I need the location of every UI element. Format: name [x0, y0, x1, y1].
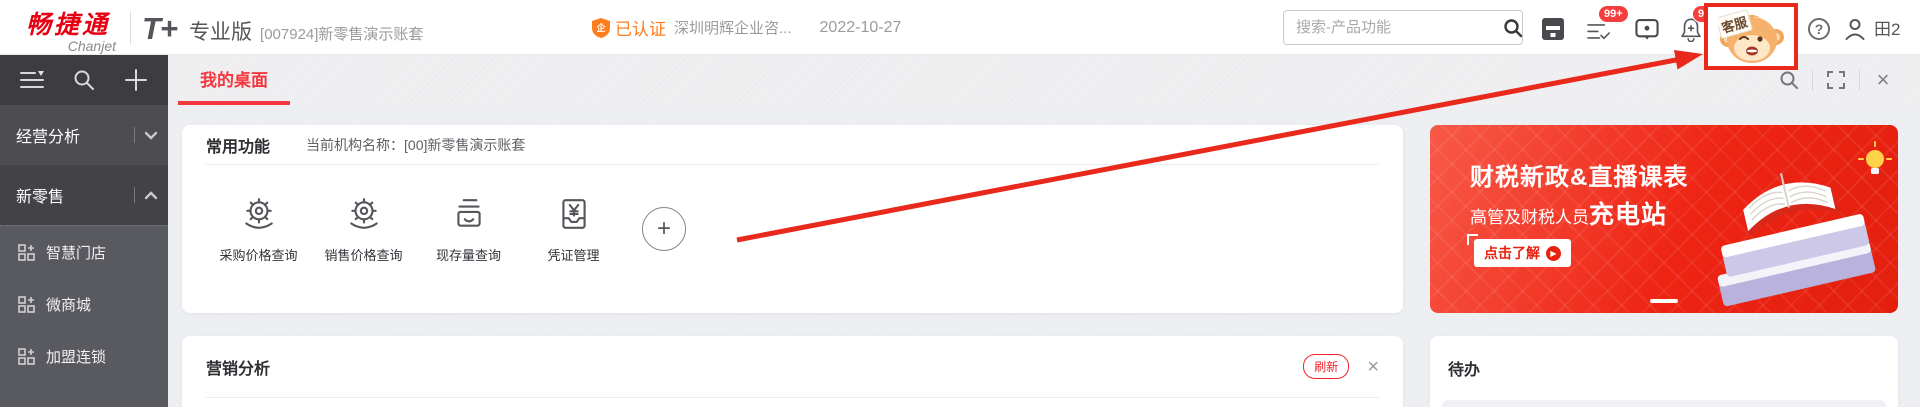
- refresh-button[interactable]: 刷新: [1303, 354, 1350, 379]
- certification[interactable]: 企 已认证 深圳明辉企业咨... 2022-10-27: [592, 0, 901, 55]
- sidebar-group-new-retail[interactable]: 新零售: [0, 165, 168, 225]
- common-functions-card: 常用功能 当前机构名称：[00]新零售演示账套 采购价格查询 销售价格查询 现存…: [182, 125, 1403, 313]
- fullscreen-icon[interactable]: [1819, 67, 1853, 93]
- company-name: 深圳明辉企业咨...: [674, 20, 792, 37]
- module-grid-icon: [18, 295, 35, 313]
- main-content: 常用功能 当前机构名称：[00]新零售演示账套 采购价格查询 销售价格查询 现存…: [168, 105, 1920, 407]
- message-monitor-icon[interactable]: [1634, 16, 1660, 42]
- tab-search-icon[interactable]: [1772, 67, 1806, 93]
- current-date: 2022-10-27: [819, 18, 902, 36]
- banner-subtitle: 高管及财税人员充电站: [1470, 201, 1668, 229]
- chevron-down-icon: [134, 127, 158, 143]
- banner-title: 财税新政&直播课表: [1470, 164, 1689, 191]
- shortcut-purchase-price-query[interactable]: 采购价格查询: [206, 195, 311, 264]
- shortcut-stock-query[interactable]: 现存量查询: [416, 195, 521, 264]
- certified-label: 已认证: [615, 20, 666, 39]
- close-icon[interactable]: ×: [1367, 355, 1379, 378]
- shortcut-sales-price-query[interactable]: 销售价格查询: [311, 195, 416, 264]
- sidebar: 经营分析 新零售 智慧门店 微商城 加盟连锁: [0, 55, 168, 407]
- svg-text:企: 企: [595, 22, 606, 33]
- marketing-analysis-card: 营销分析 刷新 ×: [182, 336, 1403, 407]
- app-header: 畅捷通 Chanjet T+ 专业版 [007924]新零售演示账套 企 已认证…: [0, 0, 1920, 70]
- logo-cn-text: 畅捷通: [25, 11, 110, 39]
- tab-toolbar: ×: [1772, 55, 1900, 105]
- current-org-label: 当前机构名称：[00]新零售演示账套: [306, 136, 526, 153]
- section-title: 营销分析: [206, 360, 271, 378]
- lightbulb-icon: [1858, 141, 1892, 174]
- notifications-bell-icon[interactable]: 91: [1678, 5, 1717, 42]
- todo-filter-bar[interactable]: [1442, 400, 1886, 407]
- workspace-switcher[interactable]: 田2: [1874, 20, 1901, 39]
- search-icon[interactable]: [1503, 11, 1523, 44]
- task-list-icon[interactable]: 99+: [1584, 5, 1629, 42]
- tab-bar: 我的桌面 ×: [168, 55, 1920, 105]
- help-icon[interactable]: ?: [1806, 16, 1832, 42]
- logo-en-text: Chanjet: [67, 38, 116, 54]
- edition-label: 专业版: [189, 21, 253, 44]
- marketing-header: 营销分析 刷新 ×: [206, 336, 1379, 398]
- sidebar-item-franchise-chain[interactable]: 加盟连锁: [0, 330, 168, 382]
- sidebar-search-icon[interactable]: [62, 60, 106, 100]
- carousel-indicator[interactable]: [1650, 299, 1678, 303]
- certified-shield-icon: 企: [592, 17, 610, 38]
- stock-box-icon: [456, 199, 481, 227]
- svg-text:客服: 客服: [1720, 13, 1750, 35]
- tplus-logo: T+: [142, 11, 178, 46]
- play-icon: ▶: [1546, 245, 1561, 261]
- shortcut-voucher-management[interactable]: 凭证管理: [521, 195, 626, 264]
- account-name: [007924]新零售演示账套: [260, 26, 424, 43]
- customer-service-avatar[interactable]: 客服: [1704, 3, 1798, 70]
- add-shortcut-button[interactable]: +: [642, 207, 686, 251]
- common-functions-header: 常用功能 当前机构名称：[00]新零售演示账套: [206, 125, 1379, 165]
- promo-banner[interactable]: 财税新政&直播课表 高管及财税人员充电站 点击了解 ▶: [1430, 125, 1898, 313]
- gear-tray-icon: [349, 198, 378, 229]
- shortcut-row: 采购价格查询 销售价格查询 现存量查询 凭证管理 +: [206, 195, 1379, 264]
- sidebar-item-smart-store[interactable]: 智慧门店: [0, 226, 168, 278]
- sidebar-toolbar: [0, 55, 168, 105]
- module-grid-icon: [18, 243, 35, 261]
- tab-close-icon[interactable]: ×: [1876, 67, 1890, 92]
- tab-my-desktop[interactable]: 我的桌面: [178, 55, 290, 105]
- gear-tray-icon: [244, 198, 273, 229]
- product-title: T+ 专业版 [007924]新零售演示账套: [142, 0, 423, 55]
- books-illustration: [1717, 141, 1892, 307]
- sidebar-group-business-analysis[interactable]: 经营分析: [0, 105, 168, 165]
- cta-corner-decoration: [1467, 234, 1478, 245]
- search-input[interactable]: [1284, 19, 1503, 36]
- global-search: [1283, 10, 1523, 45]
- section-title: 待办: [1448, 362, 1481, 379]
- divider: [1812, 69, 1813, 91]
- chanjet-logo[interactable]: 畅捷通 Chanjet: [16, 5, 120, 54]
- divider: [1859, 69, 1860, 91]
- todo-card: 待办: [1430, 336, 1898, 407]
- sidebar-item-micro-mall[interactable]: 微商城: [0, 278, 168, 330]
- chevron-up-icon: [134, 187, 158, 203]
- calculator-icon[interactable]: [1540, 16, 1566, 42]
- section-title: 常用功能: [206, 138, 271, 156]
- tasks-badge: 99+: [1598, 5, 1629, 23]
- menu-collapse-icon[interactable]: [10, 60, 54, 100]
- module-grid-icon: [18, 347, 35, 365]
- voucher-yen-icon: [561, 199, 586, 229]
- sidebar-submenu: 智慧门店 微商城 加盟连锁: [0, 225, 168, 382]
- monkey-mascot-icon: 客服: [1718, 9, 1784, 63]
- sidebar-add-icon[interactable]: [114, 60, 158, 100]
- divider: [130, 11, 131, 44]
- banner-cta-button[interactable]: 点击了解 ▶: [1467, 234, 1571, 267]
- user-profile-icon[interactable]: [1842, 16, 1868, 42]
